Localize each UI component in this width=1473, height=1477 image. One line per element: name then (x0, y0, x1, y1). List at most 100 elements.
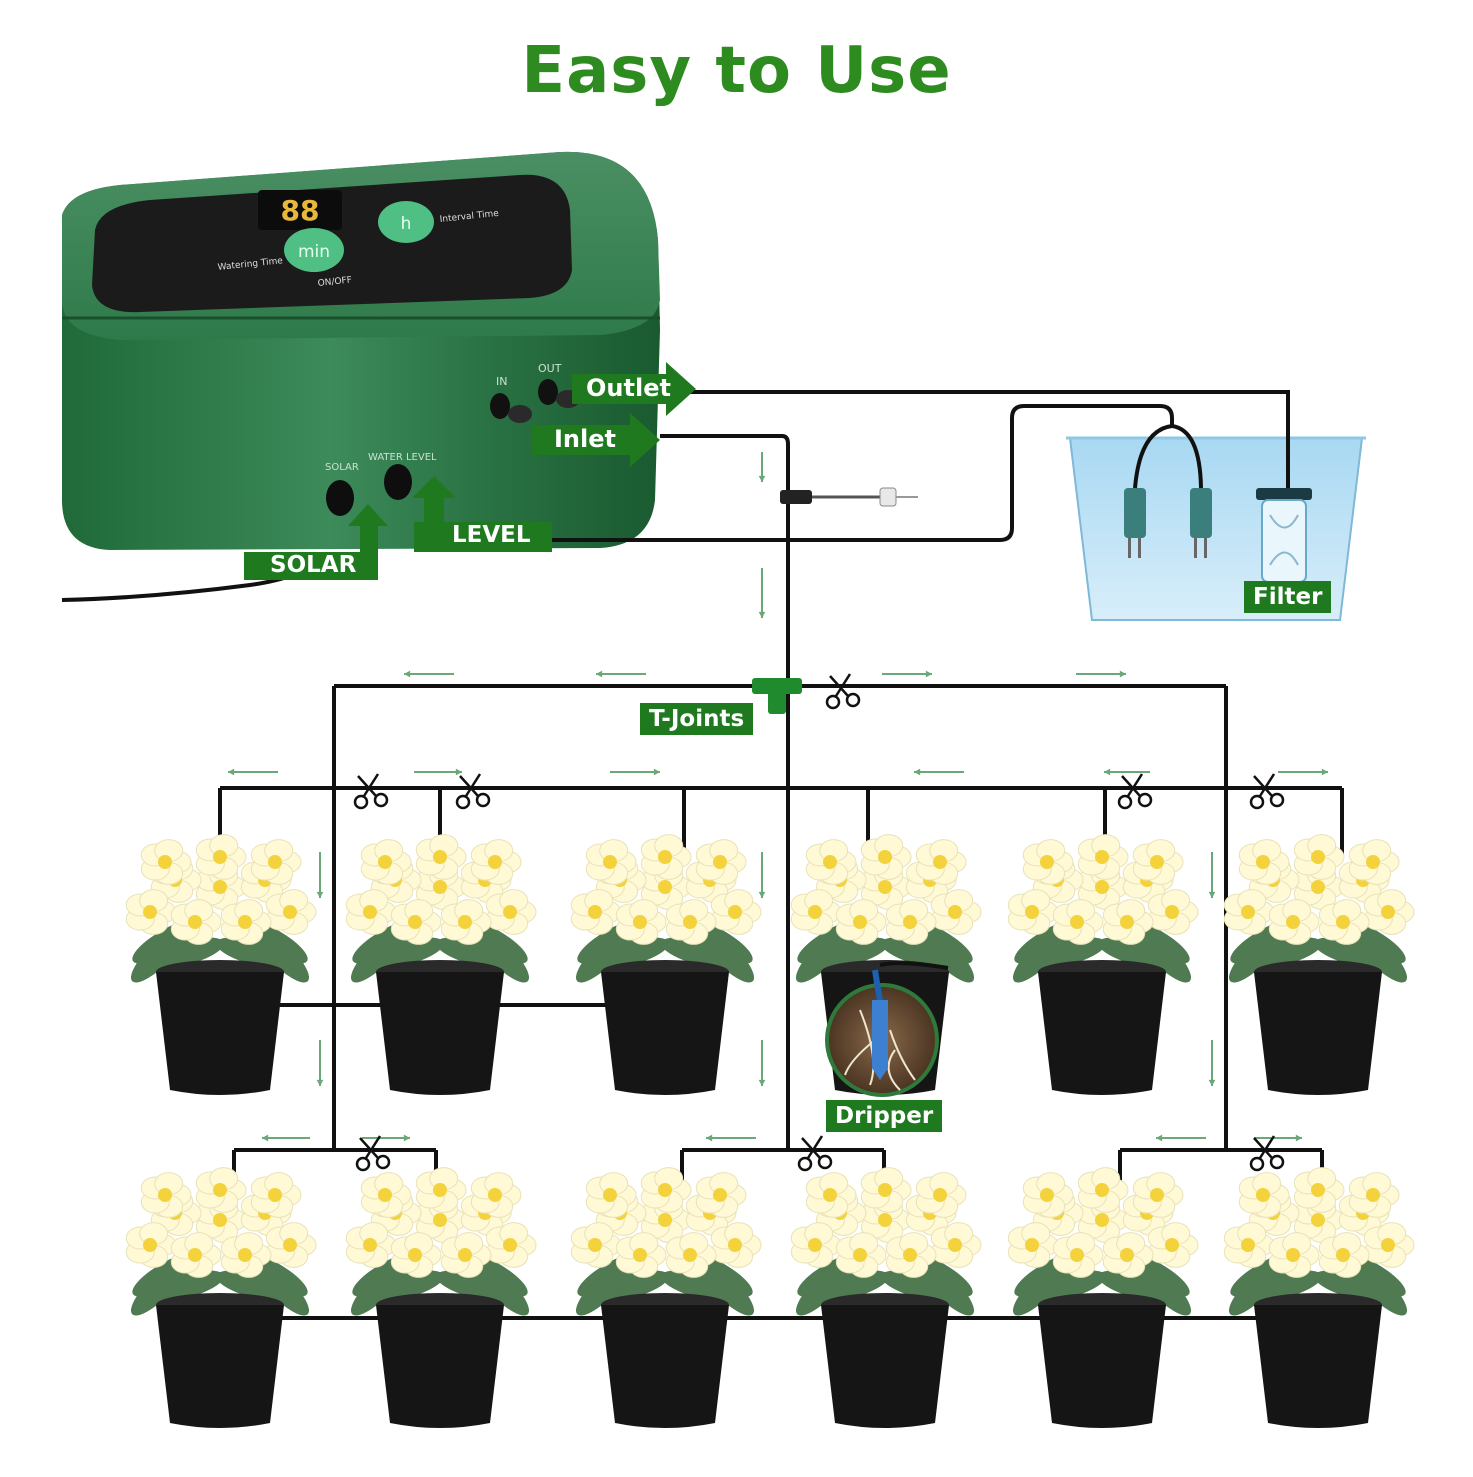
leaf (130, 923, 191, 983)
flower (570, 1222, 622, 1268)
pot (1038, 1305, 1166, 1428)
flower (415, 1167, 467, 1213)
flower (835, 1232, 887, 1278)
flower (195, 834, 247, 880)
flow-arrow-icon (1076, 670, 1126, 678)
flower (570, 889, 622, 935)
flower (195, 1167, 247, 1213)
flower (915, 839, 967, 885)
level-label-arrow: LEVEL (412, 476, 552, 552)
flower (1132, 839, 1184, 885)
flower (805, 839, 857, 885)
flower (1147, 889, 1199, 935)
flower-pot (1223, 834, 1415, 1095)
leaf (575, 923, 636, 983)
scissors-icon (1117, 773, 1153, 810)
pot (821, 1305, 949, 1428)
flower (1238, 1172, 1290, 1218)
flower (710, 889, 762, 935)
page-title: Easy to Use (521, 34, 952, 108)
flower (640, 1167, 692, 1213)
flower (1052, 1232, 1104, 1278)
leaf (1228, 1256, 1289, 1316)
flower (860, 1167, 912, 1213)
flower (1268, 1232, 1320, 1278)
flow-arrow-icon (316, 852, 324, 898)
leaf (1228, 923, 1289, 983)
flower (250, 1172, 302, 1218)
flower (195, 1197, 247, 1243)
flower (665, 899, 717, 945)
leaf (1347, 1256, 1408, 1316)
flow-arrow-icon (914, 768, 964, 776)
min-button-label: min (298, 242, 330, 262)
scissors-icon (825, 673, 861, 710)
flower (360, 839, 412, 885)
scissors-icon (1249, 773, 1285, 810)
leaf (249, 1256, 310, 1316)
flower (790, 1222, 842, 1268)
flower (1077, 1167, 1129, 1213)
flower (1052, 899, 1104, 945)
flower (170, 899, 222, 945)
leaf (914, 1256, 975, 1316)
flower (415, 834, 467, 880)
water-level-probe-icon (1124, 488, 1212, 558)
plant-pots (125, 834, 1415, 1428)
pot (601, 972, 729, 1095)
flower (585, 1172, 637, 1218)
h-button-label: h (401, 214, 412, 234)
flow-arrow-icon (596, 670, 646, 678)
dripper-label: Dripper (826, 1100, 943, 1132)
flower (915, 1172, 967, 1218)
flower (1102, 899, 1154, 945)
flower (710, 1222, 762, 1268)
leaf (1012, 923, 1073, 983)
pot (1254, 972, 1382, 1095)
flow-arrow-icon (1278, 768, 1328, 776)
flower (345, 889, 397, 935)
flower (1318, 899, 1370, 945)
flower-pot (570, 834, 762, 1095)
min-button[interactable] (284, 228, 344, 272)
flower (1363, 1222, 1415, 1268)
outlet-arrow-shape (572, 362, 696, 416)
port-solar-label: SOLAR (325, 462, 359, 473)
leaf (575, 1256, 636, 1316)
flower (1077, 834, 1129, 880)
flow-arrow-icon (362, 1134, 410, 1142)
tube-segment (552, 404, 1174, 542)
flow-arrow-icon (316, 1040, 324, 1086)
tubing (218, 390, 1380, 1320)
h-button[interactable] (378, 201, 434, 243)
leaf (795, 923, 856, 983)
flow-arrow-icon (758, 568, 766, 618)
flower (250, 839, 302, 885)
port-in-connector (490, 393, 532, 423)
pot (376, 972, 504, 1095)
flower (1007, 889, 1059, 935)
flower (1022, 1172, 1074, 1218)
leaf (350, 1256, 411, 1316)
flow-arrow-icon (706, 1134, 756, 1142)
pot (376, 1305, 504, 1428)
flower (585, 839, 637, 885)
flower (615, 1232, 667, 1278)
leaf (914, 923, 975, 983)
flower (360, 1172, 412, 1218)
t-joint-icon (752, 678, 802, 714)
flower-pot (1223, 1167, 1415, 1428)
flow-arrow-icon (1208, 1040, 1216, 1086)
flower-pot (125, 1167, 317, 1428)
flower (1147, 1222, 1199, 1268)
flower (440, 899, 492, 945)
flower-pot (790, 1167, 982, 1428)
flower (860, 864, 912, 910)
flower (1293, 1197, 1345, 1243)
flower (440, 1232, 492, 1278)
tube-segment (1171, 424, 1203, 489)
flower (1348, 1172, 1400, 1218)
flower (265, 889, 317, 935)
leaf (249, 923, 310, 983)
